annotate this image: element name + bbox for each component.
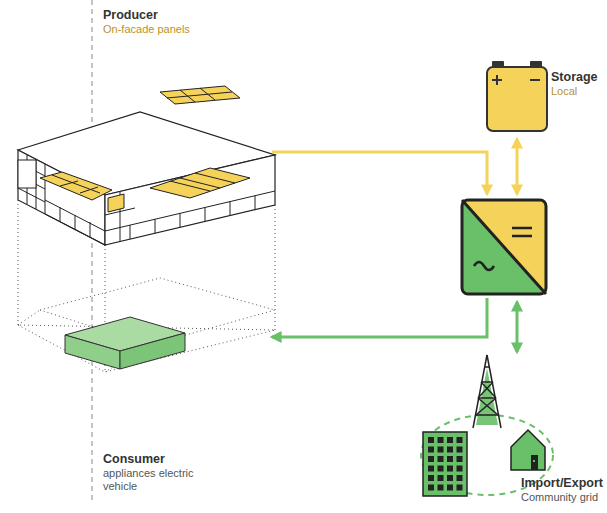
node-heading: Consumer <box>103 452 223 467</box>
grid-flow <box>516 302 519 352</box>
consumption-flow <box>272 298 487 337</box>
node-heading: Import/Export <box>521 476 603 491</box>
building <box>18 112 275 245</box>
consumer-label: Consumerappliances electric vehicle <box>103 452 223 493</box>
solar-panels <box>40 86 250 212</box>
axis-line <box>92 0 93 500</box>
node-heading: Storage <box>551 70 598 85</box>
transmission-tower <box>473 355 501 428</box>
production-flow <box>272 152 487 194</box>
office-building <box>423 432 467 496</box>
storage-flow <box>516 139 519 194</box>
node-subtitle: On-facade panels <box>103 23 190 36</box>
battery-symbol <box>487 61 547 131</box>
node-subtitle: appliances electric vehicle <box>103 467 223 493</box>
grid-label: Import/ExportCommunity grid <box>521 476 603 504</box>
house <box>511 430 545 470</box>
node-subtitle: Local <box>551 85 598 98</box>
left-facade-cells <box>18 160 36 188</box>
node-heading: Producer <box>103 8 190 23</box>
inverter-symbol <box>462 200 546 294</box>
consumer-block <box>65 317 185 369</box>
producer-label: ProducerOn-facade panels <box>103 8 190 36</box>
node-subtitle: Community grid <box>521 491 603 504</box>
storage-label: StorageLocal <box>551 70 598 98</box>
